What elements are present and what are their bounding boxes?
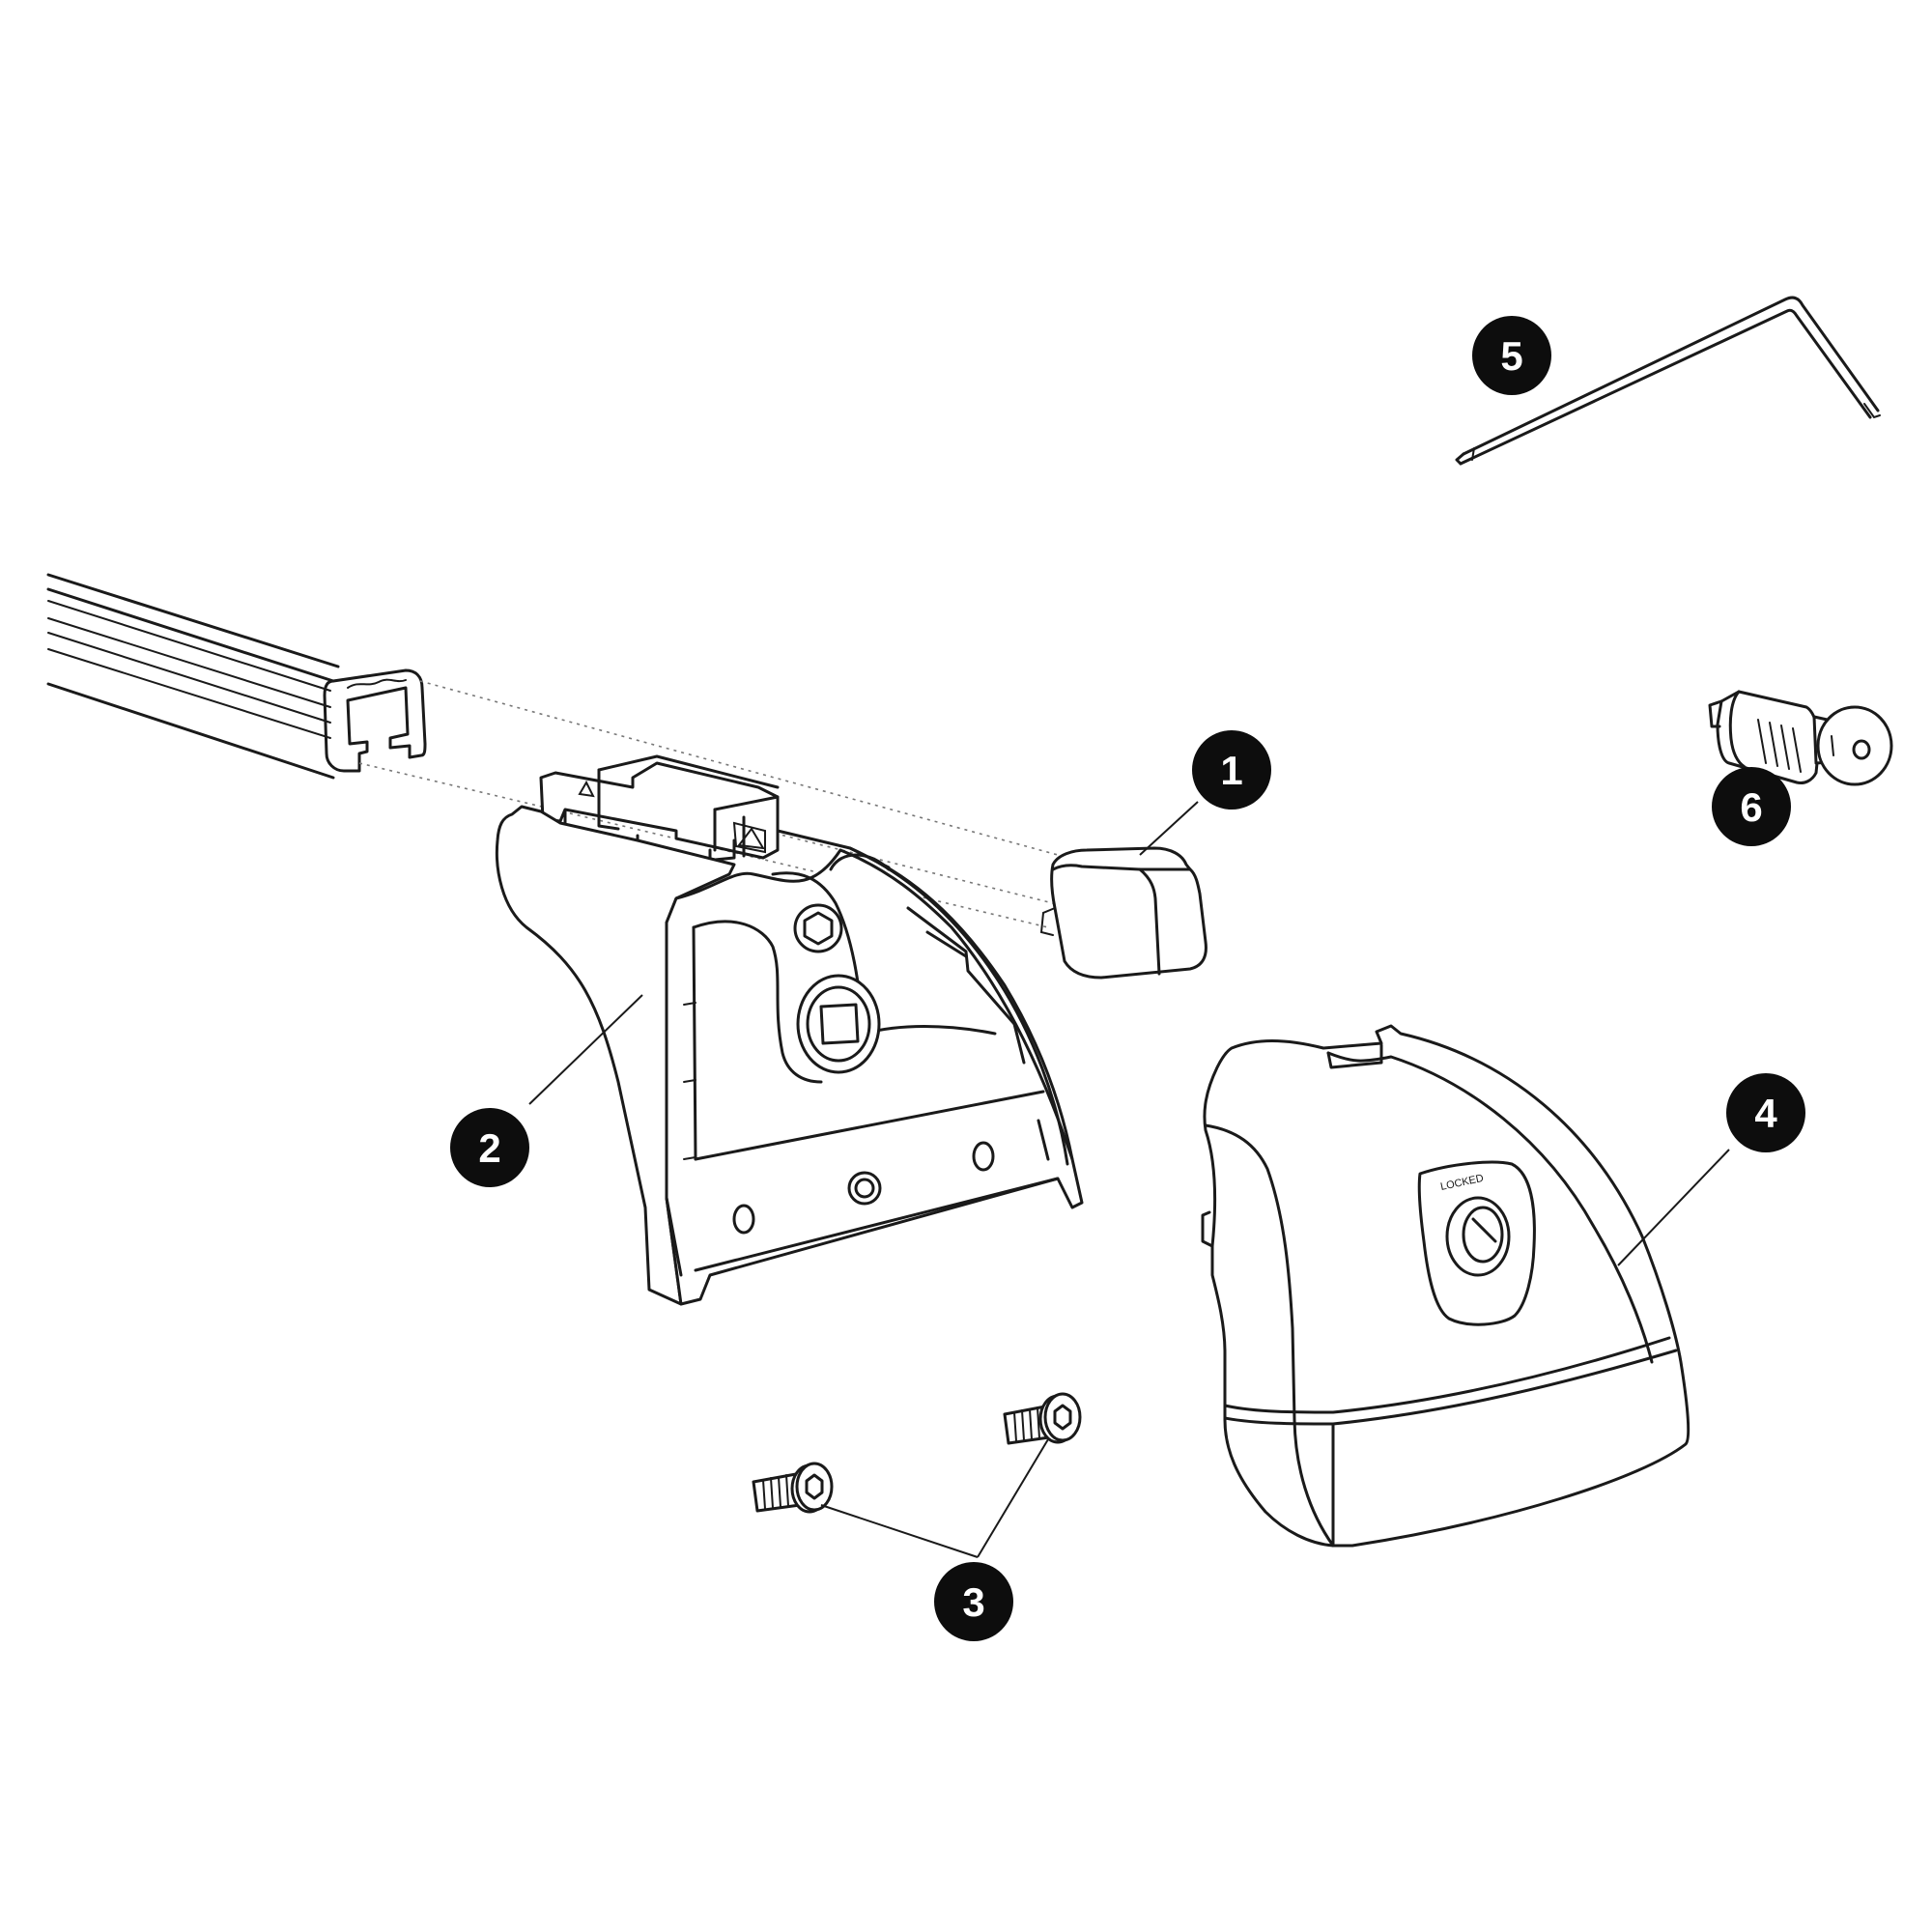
callout-label-4: 4 <box>1754 1091 1777 1136</box>
callout-badge-3: 3 <box>934 1562 1013 1641</box>
callout-label-1: 1 <box>1220 748 1242 793</box>
callout-badge-2: 2 <box>450 1108 529 1187</box>
leader-lines <box>528 801 1730 1558</box>
roof-bar <box>46 573 427 780</box>
callout-badge-6: 6 <box>1712 767 1791 846</box>
end-cap <box>1039 846 1208 980</box>
callout-label-3: 3 <box>962 1579 984 1625</box>
callout-label-6: 6 <box>1740 784 1762 830</box>
callout-label-2: 2 <box>478 1125 500 1171</box>
bolt-upper <box>1003 1392 1082 1445</box>
bolts <box>752 1392 1082 1514</box>
callout-badge-5: 5 <box>1472 316 1551 395</box>
foot-cover: LOCKED <box>1201 1024 1690 1548</box>
callout-badge-1: 1 <box>1192 730 1271 810</box>
lock-cylinder-and-key <box>1708 690 1893 786</box>
callout-badge-4: 4 <box>1726 1073 1805 1152</box>
bolt-lower <box>752 1462 834 1514</box>
hex-key <box>1455 296 1881 466</box>
callout-label-5: 5 <box>1500 333 1522 379</box>
foot-assembly <box>495 754 1084 1306</box>
